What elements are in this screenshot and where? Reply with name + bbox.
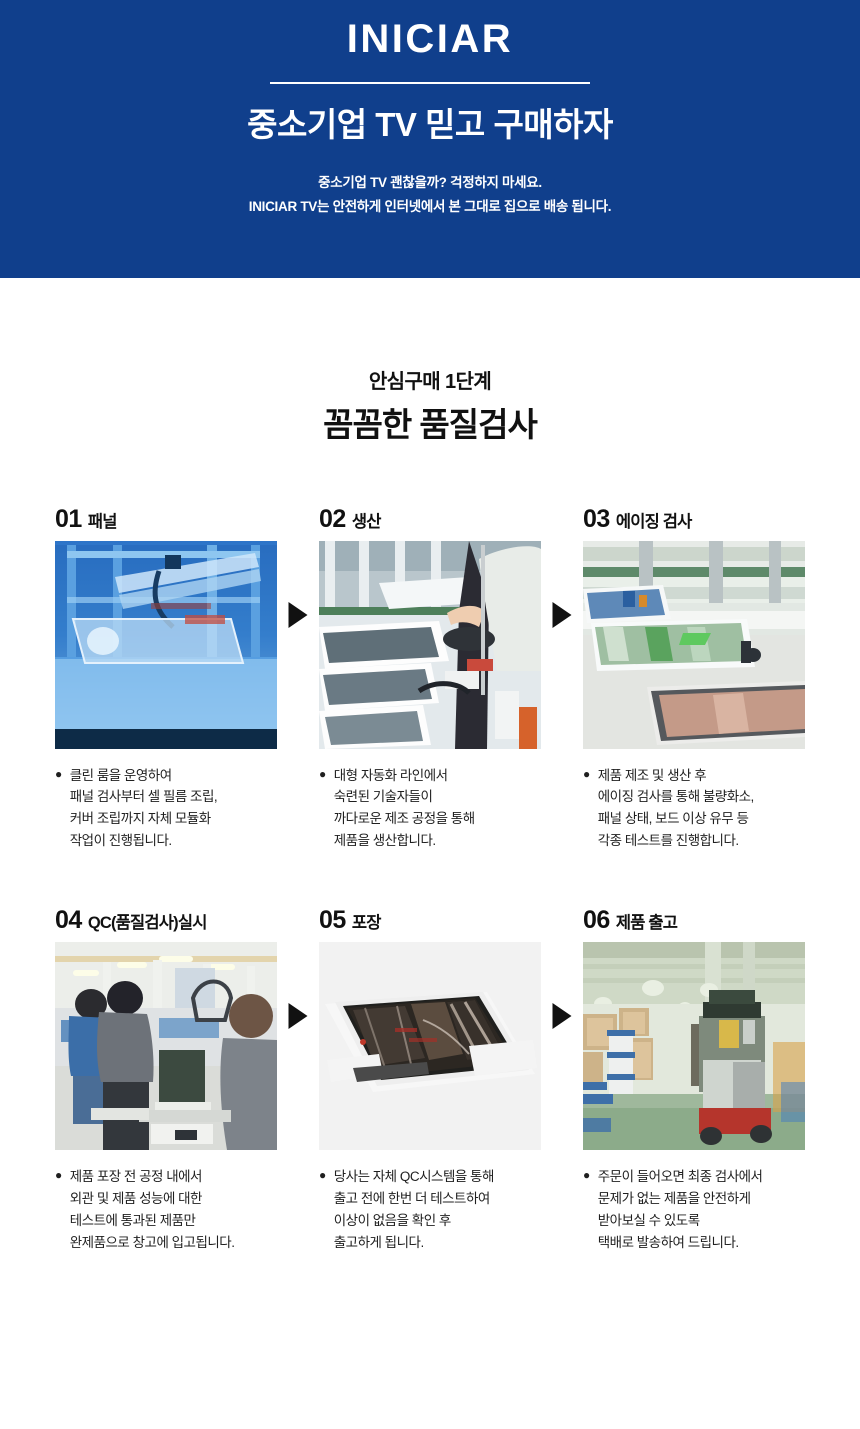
- step-connector-3: [277, 908, 319, 1123]
- step-number-01: 01: [55, 504, 82, 533]
- step-body-line: 제품 포장 전 공정 내에서: [69, 1169, 203, 1185]
- step-body-line: 외관 및 제품 성능에 대한: [69, 1190, 203, 1206]
- step-body-line: 받아보실 수 있도록: [597, 1212, 700, 1228]
- step-body-04: ● 제품 포장 전 공정 내에서 외관 및 제품 성능에 대한 테스트에 통과된…: [55, 1166, 277, 1253]
- step-label-01: 01 패널: [55, 504, 277, 533]
- step-body-line: 패널 검사부터 셀 필름 조립,: [69, 789, 218, 805]
- section-heading: 안심구매 1단계 꼼꼼한 품질검사: [0, 278, 860, 445]
- step-body-line: 문제가 없는 제품을 안전하게: [597, 1190, 751, 1206]
- step-image-04: [55, 942, 277, 1151]
- bullet-icon: ●: [583, 1168, 590, 1183]
- step-body-line: 출고하게 됩니다.: [333, 1234, 424, 1250]
- hero-title: 중소기업 TV 믿고 구매하자: [247, 106, 613, 143]
- step-row-1: 01 패널: [55, 504, 805, 852]
- triangle-right-icon: [288, 1003, 308, 1030]
- step-number-02: 02: [319, 504, 346, 533]
- hero-subtitle-line-1: 중소기업 TV 괜찮을까? 걱정하지 마세요.: [318, 174, 542, 190]
- bullet-icon: ●: [319, 1168, 326, 1183]
- step-body-line: 이상이 없음을 확인 후: [333, 1212, 452, 1228]
- triangle-right-icon: [288, 601, 308, 628]
- step-name-02: 생산: [351, 512, 382, 531]
- step-label-05: 05 포장: [319, 908, 541, 933]
- step-name-06: 제품 출고: [615, 914, 678, 933]
- step-image-06: [583, 942, 805, 1151]
- step-number-04: 04: [55, 906, 82, 935]
- section-kicker: 안심구매 1단계: [368, 371, 492, 393]
- step-body-line: 테스트에 통과된 제품만: [69, 1212, 196, 1228]
- step-image-01: [55, 540, 277, 749]
- step-image-03: [583, 540, 805, 749]
- step-body-line: 대형 자동화 라인에서: [333, 767, 448, 783]
- step-body-03: ● 제품 제조 및 생산 후 에이징 검사를 통해 불량화소, 패널 상태, 보…: [583, 765, 805, 852]
- step-connector-2: [541, 507, 583, 722]
- step-body-05: ● 당사는 자체 QC시스템을 통해 출고 전에 한번 더 테스트하여 이상이 …: [319, 1166, 541, 1253]
- step-body-line: 제품 제조 및 생산 후: [597, 767, 707, 783]
- step-body-line: 클린 룸을 운영하여: [69, 767, 172, 783]
- step-body-line: 제품을 생산합니다.: [333, 833, 436, 849]
- step-number-06: 06: [583, 906, 610, 935]
- step-body-line: 에이징 검사를 통해 불량화소,: [597, 789, 755, 805]
- step-card-03: 03 에이징 검사: [583, 504, 805, 852]
- step-connector-1: [277, 507, 319, 722]
- step-body-line: 까다로운 제조 공정을 통해: [333, 811, 475, 827]
- step-name-01: 패널: [87, 512, 118, 531]
- hero-divider: [270, 82, 590, 84]
- step-name-04: QC(품질검사)실시: [87, 914, 208, 933]
- step-body-line: 패널 상태, 보드 이상 유무 등: [597, 811, 749, 827]
- step-body-06: ● 주문이 들어오면 최종 검사에서 문제가 없는 제품을 안전하게 받아보실 …: [583, 1166, 805, 1253]
- section-title: 꼼꼼한 품질검사: [323, 406, 538, 443]
- step-label-03: 03 에이징 검사: [583, 504, 805, 533]
- step-body-line: 각종 테스트를 진행합니다.: [597, 833, 739, 849]
- step-body-line: 커버 조립까지 자체 모듈화: [69, 811, 211, 827]
- step-body-line: 택배로 발송하여 드립니다.: [597, 1234, 739, 1250]
- step-body-line: 당사는 자체 QC시스템을 통해: [333, 1169, 495, 1185]
- step-row-2: 04 QC(품질검사)실시: [55, 908, 805, 1253]
- bullet-icon: ●: [55, 766, 62, 781]
- step-body-line: 숙련된 기술자들이: [333, 789, 433, 805]
- hero-subtitle-line-2: INICIAR TV는 안전하게 인터넷에서 본 그대로 집으로 배송 됩니다.: [248, 198, 612, 214]
- brand-logo: INICIAR: [346, 17, 514, 61]
- step-body-line: 작업이 진행됩니다.: [69, 833, 172, 849]
- bullet-icon: ●: [319, 766, 326, 781]
- step-body-line: 출고 전에 한번 더 테스트하여: [333, 1190, 491, 1206]
- step-name-03: 에이징 검사: [615, 512, 692, 531]
- step-card-02: 02 생산: [319, 504, 541, 852]
- process-steps: 01 패널: [0, 504, 860, 1254]
- step-card-04: 04 QC(품질검사)실시: [55, 908, 277, 1253]
- step-card-01: 01 패널: [55, 504, 277, 852]
- step-label-06: 06 제품 출고: [583, 908, 805, 933]
- triangle-right-icon: [552, 1003, 572, 1030]
- step-label-04: 04 QC(품질검사)실시: [55, 908, 277, 933]
- hero-subtitle: 중소기업 TV 괜찮을까? 걱정하지 마세요. INICIAR TV는 안전하게…: [0, 171, 860, 218]
- step-label-02: 02 생산: [319, 504, 541, 533]
- hero-banner: INICIAR 중소기업 TV 믿고 구매하자 중소기업 TV 괜찮을까? 걱정…: [0, 0, 860, 278]
- step-image-02: [319, 540, 541, 749]
- step-body-02: ● 대형 자동화 라인에서 숙련된 기술자들이 까다로운 제조 공정을 통해 제…: [319, 765, 541, 852]
- step-number-05: 05: [319, 906, 346, 935]
- step-connector-4: [541, 908, 583, 1123]
- step-body-line: 주문이 들어오면 최종 검사에서: [597, 1169, 763, 1185]
- bullet-icon: ●: [583, 766, 590, 781]
- step-body-line: 완제품으로 창고에 입고됩니다.: [69, 1234, 235, 1250]
- step-body-01: ● 클린 룸을 운영하여 패널 검사부터 셀 필름 조립, 커버 조립까지 자체…: [55, 765, 277, 852]
- step-image-05: [319, 942, 541, 1151]
- step-name-05: 포장: [351, 914, 382, 933]
- bullet-icon: ●: [55, 1168, 62, 1183]
- triangle-right-icon: [552, 601, 572, 628]
- step-card-06: 06 제품 출고: [583, 908, 805, 1253]
- step-number-03: 03: [583, 504, 610, 533]
- step-card-05: 05 포장: [319, 908, 541, 1253]
